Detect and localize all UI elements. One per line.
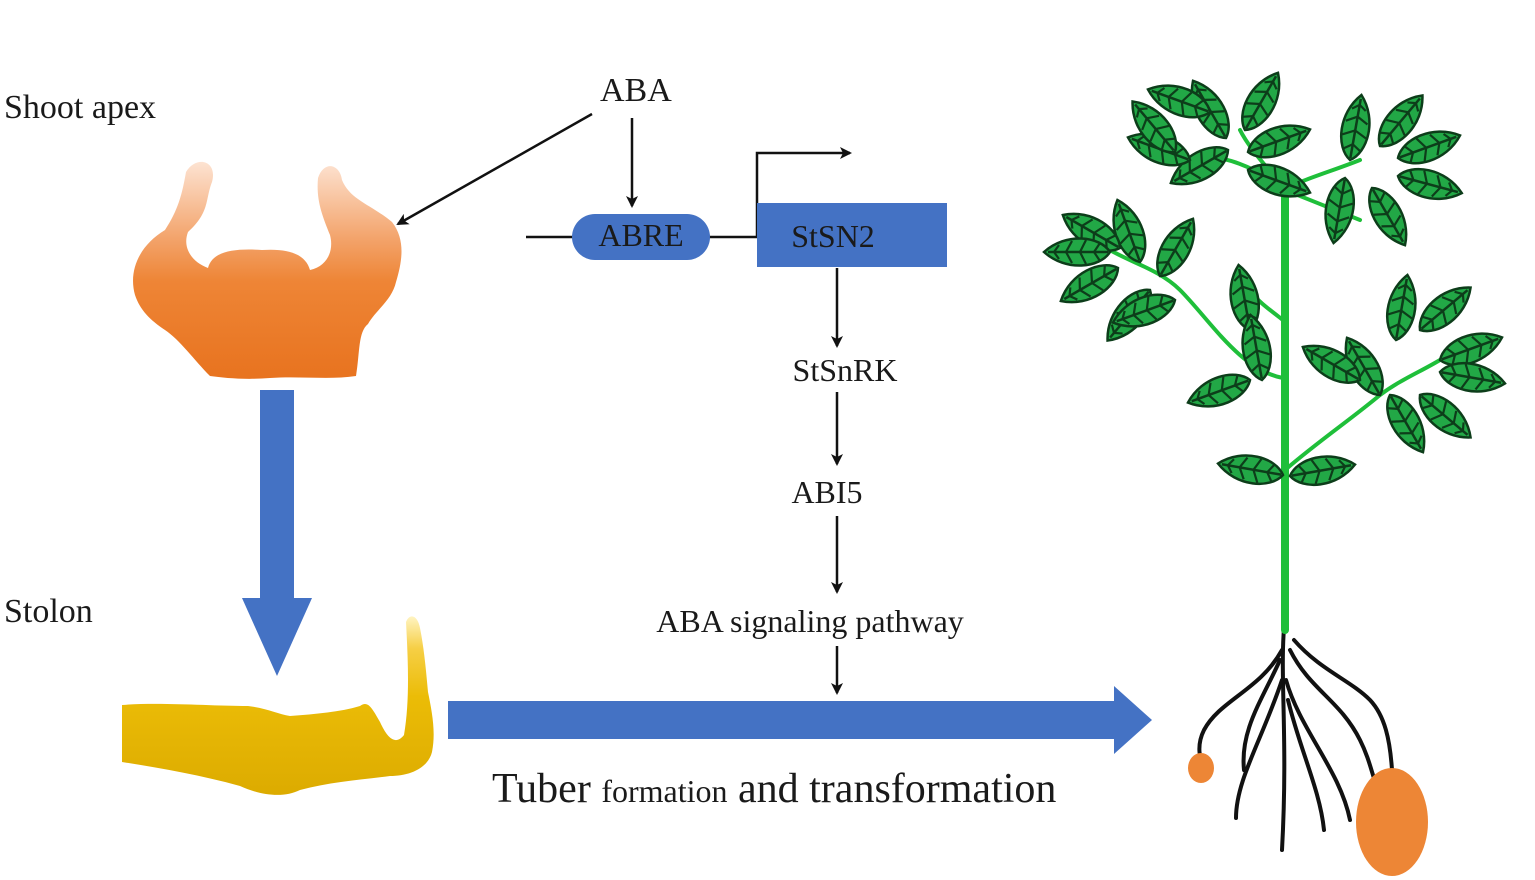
shoot-apex-label: Shoot apex [4, 89, 156, 126]
develop-arrow-head [242, 598, 312, 676]
stolon-shape [122, 616, 434, 795]
stsnrk-label: StSnRK [793, 352, 898, 388]
aba-pathway-label: ABA signaling pathway [656, 603, 964, 639]
tuber-arrow-shaft [448, 701, 1116, 739]
potato-plant-illustration [1042, 64, 1509, 876]
abre-element [572, 214, 710, 260]
abre-label: ABRE [598, 217, 683, 253]
tuber-caption: Tuber formation and transformation [492, 766, 1056, 812]
aba-to-apex-arrow [396, 112, 593, 226]
stsn2-label: StSN2 [791, 218, 875, 254]
stolon-label: Stolon [4, 593, 93, 630]
shoot-apex-shape [133, 161, 402, 379]
abi5-label: ABI5 [791, 474, 862, 510]
develop-arrow-shaft [260, 390, 294, 600]
aba-label: ABA [600, 72, 672, 109]
tuber-arrow-head [1114, 686, 1152, 754]
stsn2-gene-box [757, 203, 947, 267]
